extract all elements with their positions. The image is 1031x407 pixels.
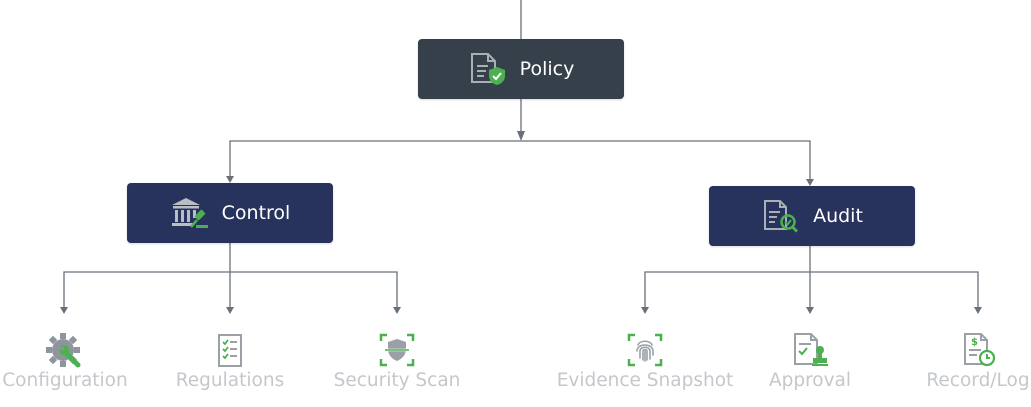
record-log-label: Record/Log bbox=[926, 370, 1030, 391]
policy-label: Policy bbox=[519, 58, 575, 80]
regulations-label: Regulations bbox=[175, 370, 285, 391]
control-node[interactable]: Control bbox=[127, 183, 333, 243]
connector-policy-branches bbox=[229, 140, 811, 183]
audit-label: Audit bbox=[813, 205, 863, 227]
arrow-record-log bbox=[974, 307, 982, 314]
configuration-label: Configuration bbox=[2, 370, 128, 391]
shield-scan-icon bbox=[377, 330, 417, 370]
document-shield-icon bbox=[468, 52, 508, 86]
arrow-audit bbox=[806, 179, 814, 186]
leaf-configuration[interactable]: Configuration bbox=[0, 330, 130, 391]
arrow-evidence-snapshot bbox=[641, 307, 649, 314]
checklist-icon bbox=[210, 330, 250, 370]
leaf-evidence-snapshot[interactable]: Evidence Snapshot bbox=[555, 330, 735, 391]
leaf-record-log[interactable]: $ Record/Log bbox=[913, 330, 1031, 391]
leaf-security-scan[interactable]: Security Scan bbox=[322, 330, 472, 391]
document-stamp-icon bbox=[790, 330, 830, 370]
audit-node[interactable]: Audit bbox=[709, 186, 915, 246]
document-search-icon bbox=[761, 199, 801, 233]
evidence-snapshot-label: Evidence Snapshot bbox=[556, 370, 734, 391]
gear-wrench-icon bbox=[45, 330, 85, 370]
approval-label: Approval bbox=[768, 370, 852, 391]
leaf-regulations[interactable]: Regulations bbox=[165, 330, 295, 391]
arrow-regulations bbox=[226, 307, 234, 314]
connector-audit-children bbox=[644, 271, 979, 309]
fingerprint-scan-icon bbox=[625, 330, 665, 370]
arrow-approval bbox=[806, 307, 814, 314]
bank-gavel-icon bbox=[170, 196, 210, 230]
arrow-security-scan bbox=[393, 307, 401, 314]
arrow-control bbox=[226, 176, 234, 183]
arrow-configuration bbox=[60, 307, 68, 314]
policy-node[interactable]: Policy bbox=[418, 39, 624, 99]
leaf-approval[interactable]: Approval bbox=[745, 330, 875, 391]
document-clock-icon: $ bbox=[958, 330, 998, 370]
svg-text:$: $ bbox=[971, 337, 978, 348]
security-scan-label: Security Scan bbox=[333, 370, 461, 391]
control-label: Control bbox=[221, 202, 291, 224]
